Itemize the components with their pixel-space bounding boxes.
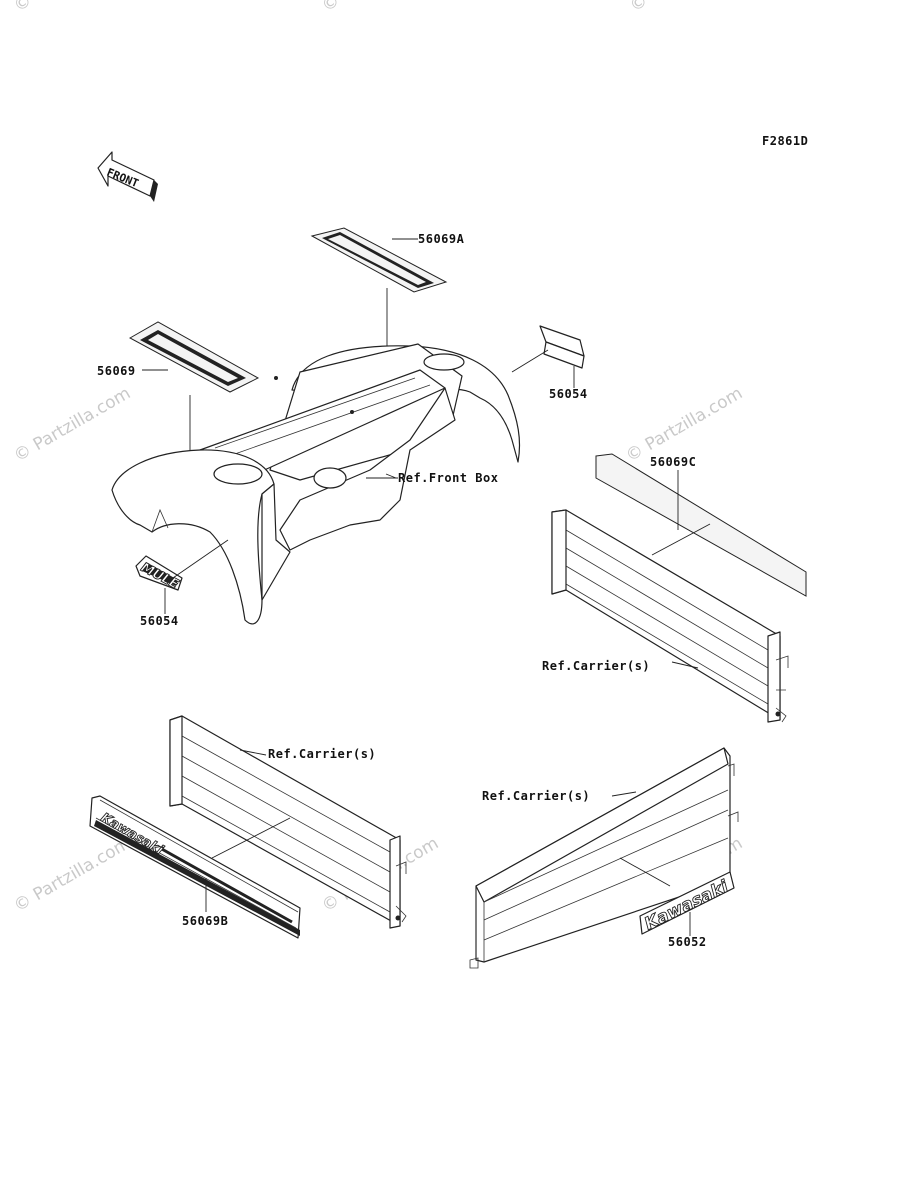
callout-ref-carrier-2: Ref.Carrier(s) xyxy=(268,747,376,761)
callout-56069a: 56069A xyxy=(418,232,465,246)
callout-56052: 56052 xyxy=(668,935,707,949)
diagram-code: F2861D xyxy=(762,134,808,148)
callout-56069: 56069 xyxy=(97,364,136,378)
decal-56054-top xyxy=(511,325,585,388)
decal-56069a xyxy=(310,227,448,358)
watermark: © Partzilla.com xyxy=(627,0,751,16)
carrier-panel-right xyxy=(551,509,789,723)
decal-mule: MULE xyxy=(135,539,229,614)
callout-56054-top: 56054 xyxy=(549,387,588,401)
callout-ref-carrier-1: Ref.Carrier(s) xyxy=(542,659,650,673)
watermarks: © Partzilla.com © Partzilla.com © Partzi… xyxy=(11,0,751,916)
carrier-tailgate xyxy=(469,747,739,969)
callout-56069b: 56069B xyxy=(182,914,228,928)
carrier-panel-left xyxy=(169,715,407,929)
watermark: © Partzilla.com xyxy=(319,0,443,16)
front-box xyxy=(111,343,521,625)
watermark: © Partzilla.com xyxy=(11,383,135,466)
callout-ref-carrier-3: Ref.Carrier(s) xyxy=(482,789,590,803)
front-arrow-icon: FRONT xyxy=(97,151,158,202)
callout-56054-bottom: 56054 xyxy=(140,614,179,628)
watermark: © Partzilla.com xyxy=(11,0,135,16)
decal-56069 xyxy=(128,321,260,470)
decal-56069c xyxy=(595,453,807,597)
watermark: © Partzilla.com xyxy=(623,383,747,466)
callout-ref-front-box: Ref.Front Box xyxy=(398,471,498,485)
callout-56069c: 56069C xyxy=(650,455,696,469)
watermark: © Partzilla.com xyxy=(11,833,135,916)
